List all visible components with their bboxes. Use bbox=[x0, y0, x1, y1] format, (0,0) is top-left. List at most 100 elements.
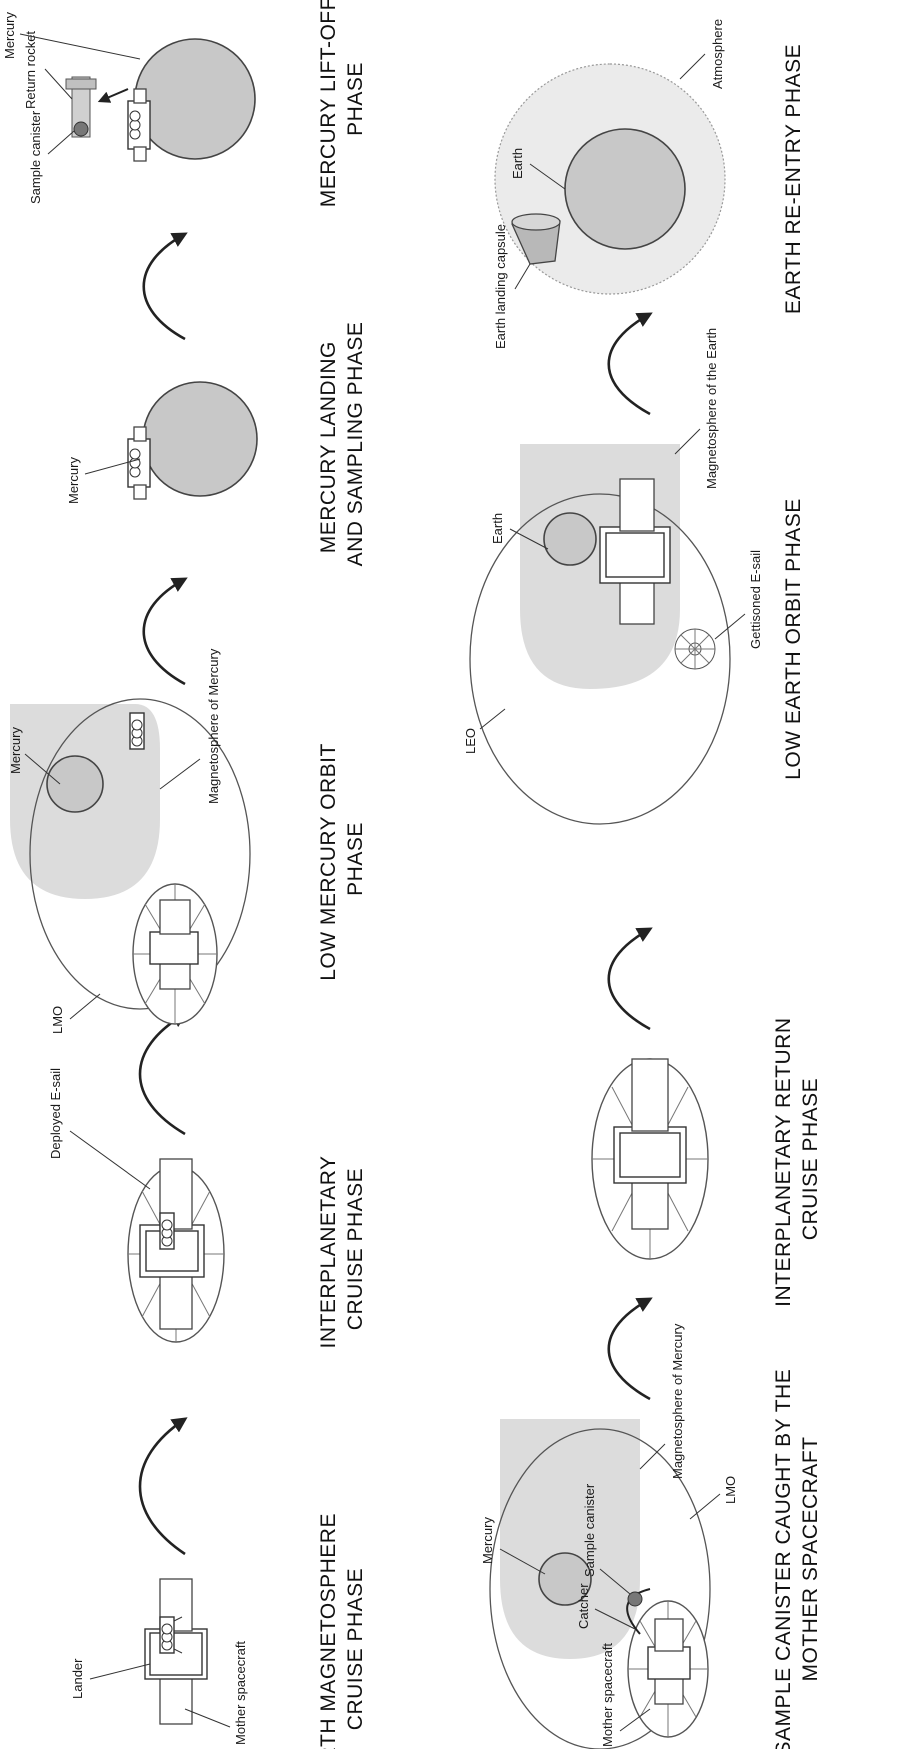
transition-arrow-1 bbox=[138, 1417, 188, 1556]
phase-caption-9: EARTH RE-ENTRY PHASE bbox=[782, 44, 805, 314]
sample-canister-leader-5 bbox=[47, 130, 75, 155]
phase-caption-1-line2: CRUISE PHASE bbox=[344, 1568, 367, 1730]
jettisoned-esail bbox=[674, 628, 716, 670]
phase-caption-2-line2: CRUISE PHASE bbox=[344, 1168, 367, 1330]
phase-caption-6-line1: SAMPLE CANISTER CAUGHT BY THE bbox=[772, 1369, 795, 1749]
magnetosphere-mercury-label: Magnetosphere of Mercury bbox=[206, 648, 221, 804]
mercury-planet-5 bbox=[134, 38, 256, 160]
mercury-label-4: Mercury bbox=[66, 457, 81, 504]
phase-low-earth-orbit: LEO Earth Gettisoned E-sail Magnetospher… bbox=[463, 328, 805, 825]
magnetosphere-earth-leader bbox=[674, 428, 701, 455]
phase-caption-2-line1: INTERPLANETARY bbox=[317, 1156, 340, 1349]
leo-leader bbox=[479, 708, 506, 730]
landed-lander bbox=[127, 426, 151, 500]
lander-leader bbox=[89, 1663, 151, 1680]
sample-canister-6 bbox=[627, 1591, 643, 1607]
gettisoned-esail-label: Gettisoned E-sail bbox=[748, 550, 763, 649]
phase-interplanetary-cruise: Deployed E-sail INTERPLANETARY CRUISE PH… bbox=[48, 1068, 367, 1349]
phase-caption-6-line2: MOTHER SPACECRAFT bbox=[799, 1437, 822, 1682]
phase-caption-1-line1: EARTH MAGNETOSPHERE bbox=[317, 1513, 340, 1749]
phase-earth-reentry: Earth landing capsule Earth Atmosphere E… bbox=[493, 19, 805, 349]
mother-leader-6 bbox=[619, 1708, 651, 1732]
earth-landing-capsule bbox=[511, 213, 561, 265]
phase-mercury-landing: Mercury MERCURY LANDING AND SAMPLING PHA… bbox=[66, 322, 367, 567]
magnetosphere-mercury-6 bbox=[500, 1419, 640, 1659]
phase-caption-4-line1: MERCURY LANDING bbox=[317, 341, 340, 553]
magnetosphere-mercury-leader-6 bbox=[639, 1443, 666, 1470]
earth-leader-8 bbox=[509, 528, 549, 550]
earth-planet-8 bbox=[543, 512, 597, 566]
lmo-leader bbox=[69, 993, 101, 1020]
phase-caption-7-line2: CRUISE PHASE bbox=[799, 1078, 822, 1240]
mother-spacecraft bbox=[144, 1578, 208, 1725]
lmo-leader-6 bbox=[689, 1493, 721, 1520]
lmo-orbit bbox=[29, 698, 251, 1010]
phase-caption-4: MERCURY LANDING AND SAMPLING PHASE bbox=[317, 322, 367, 567]
mercury-leader-5 bbox=[19, 33, 141, 60]
mercury-label-3: Mercury bbox=[8, 727, 23, 774]
earth-planet-9 bbox=[564, 128, 686, 250]
phase-sample-canister-caught: Catcher Sample canister Mother spacecraf… bbox=[480, 1323, 822, 1749]
phase-caption-1: EARTH MAGNETOSPHERE CRUISE PHASE bbox=[317, 1507, 367, 1749]
phase-mercury-liftoff: Return rocket Sample canister Mercury ME… bbox=[2, 0, 367, 207]
atmosphere-leader bbox=[679, 53, 706, 80]
leo-label: LEO bbox=[463, 728, 478, 754]
phase-caption-7: INTERPLANETARY RETURN CRUISE PHASE bbox=[772, 1011, 822, 1307]
phase-low-mercury-orbit: LMO Mercury Magnetosphere of Mercury LOW… bbox=[8, 648, 367, 1034]
mercury-leader-4 bbox=[84, 458, 141, 475]
magnetosphere-earth-label: Magnetosphere of the Earth bbox=[704, 328, 719, 489]
phase-interplanetary-return: INTERPLANETARY RETURN CRUISE PHASE bbox=[591, 1011, 822, 1307]
mercury-label-6: Mercury bbox=[480, 1517, 495, 1564]
return-rocket-label: Return rocket bbox=[23, 31, 38, 109]
gettisoned-leader bbox=[714, 613, 746, 640]
return-rocket bbox=[65, 76, 97, 138]
mother-spacecraft-label-text: Mother spacecraft bbox=[233, 1641, 248, 1745]
liftoff-lander bbox=[127, 88, 151, 162]
sample-canister-label-6: Sample canister bbox=[582, 1483, 597, 1577]
leo-orbit bbox=[469, 493, 731, 825]
transition-arrow-2 bbox=[138, 1012, 188, 1136]
lander bbox=[159, 1616, 183, 1654]
mother-leader bbox=[184, 1708, 231, 1728]
lander-label: Lander bbox=[70, 1658, 85, 1699]
phase-caption-7-line1: INTERPLANETARY RETURN bbox=[772, 1017, 795, 1306]
mercury-label-5: Mercury bbox=[2, 12, 17, 59]
capsule-leader bbox=[514, 263, 531, 290]
transition-arrow-5 bbox=[607, 1297, 653, 1401]
phase-earth-magnetosphere-cruise: Lander Mother spacecraft EARTH MAGNETOSP… bbox=[70, 1507, 367, 1749]
leo-spacecraft bbox=[599, 478, 671, 625]
magnetosphere-mercury-label-6: Magnetosphere of Mercury bbox=[670, 1323, 685, 1479]
transition-arrow-7 bbox=[607, 312, 653, 416]
sample-canister-5 bbox=[73, 121, 89, 137]
phase-caption-9-line1: EARTH RE-ENTRY PHASE bbox=[782, 44, 805, 314]
transition-arrow-4 bbox=[142, 232, 188, 341]
earth-label-8: Earth bbox=[490, 513, 505, 544]
mercury-planet-4 bbox=[142, 381, 258, 497]
return-rocket-leader bbox=[44, 68, 73, 100]
liftoff-arrow bbox=[97, 88, 129, 103]
phase-caption-3-line1: LOW MERCURY ORBIT bbox=[317, 744, 340, 981]
phase-caption-4-line2: AND SAMPLING PHASE bbox=[344, 322, 367, 567]
phase-caption-8-line1: LOW EARTH ORBIT PHASE bbox=[782, 498, 805, 780]
earth-landing-capsule-label: Earth landing capsule bbox=[493, 224, 508, 349]
phase-caption-6: SAMPLE CANISTER CAUGHT BY THE MOTHER SPA… bbox=[772, 1362, 822, 1749]
mother-spacecraft-label: Mother spacecraft bbox=[233, 1641, 248, 1745]
phase-caption-3-line2: PHASE bbox=[344, 822, 367, 896]
sample-canister-leader-6 bbox=[599, 1568, 631, 1595]
phase-caption-5-line2: PHASE bbox=[344, 62, 367, 136]
lmo-orbit-6 bbox=[489, 1428, 711, 1749]
phase-caption-8: LOW EARTH ORBIT PHASE bbox=[782, 498, 805, 780]
esail-leader bbox=[69, 1130, 151, 1190]
earth-label-9: Earth bbox=[510, 148, 525, 179]
transition-arrow-3 bbox=[142, 577, 188, 686]
mercury-leader-6 bbox=[499, 1548, 546, 1575]
sample-canister-label-5: Sample canister bbox=[28, 110, 43, 204]
catcher-leader bbox=[594, 1608, 636, 1630]
catcher-label: Catcher bbox=[576, 1583, 591, 1629]
magnetosphere-mercury-leader bbox=[159, 758, 201, 790]
mother-spacecraft-label-6: Mother spacecraft bbox=[600, 1643, 615, 1747]
transition-arrow-6 bbox=[607, 927, 653, 1031]
phase-caption-5-line1: MERCURY LIFT-OFF bbox=[317, 0, 340, 207]
